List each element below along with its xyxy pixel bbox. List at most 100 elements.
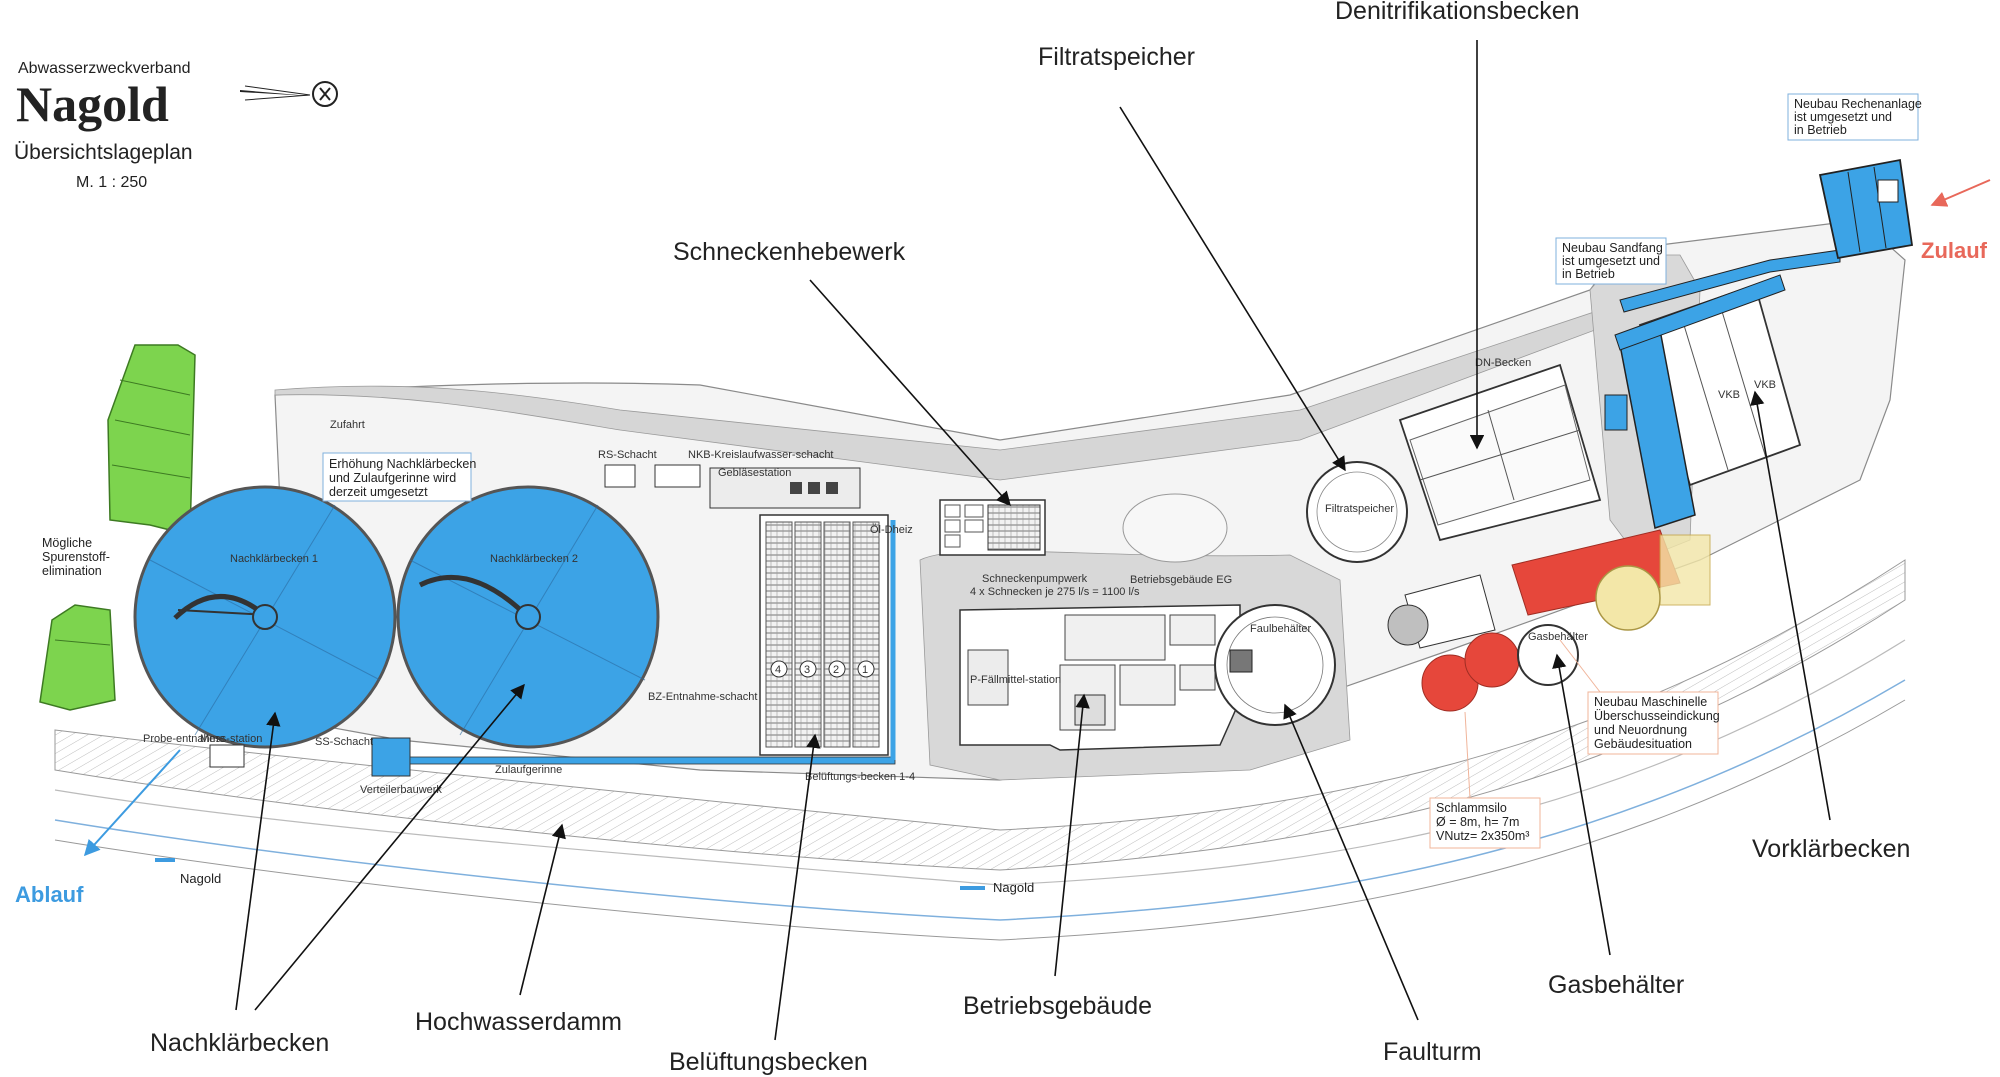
note-masch-line2: Überschusseindickung bbox=[1594, 709, 1720, 723]
belueftung-label: Belüftungs-becken 1-4 bbox=[805, 771, 915, 783]
verteilerbauwerk-label: Verteilerbauwerk bbox=[360, 784, 442, 796]
nkb2-label: Nachklärbecken 2 bbox=[490, 553, 578, 565]
gelbe-umgestaltung bbox=[1659, 534, 1711, 606]
note-rechen-line1: Neubau Rechenanlage bbox=[1794, 97, 1922, 111]
leader-filtrat bbox=[1119, 106, 1346, 472]
leader-vorklaer bbox=[1750, 390, 1831, 821]
note-sandfang-line2: ist umgesetzt und bbox=[1562, 254, 1660, 268]
note-masch-line1: Neubau Maschinelle bbox=[1594, 695, 1707, 709]
gasbehaelter: Gasbehälter bbox=[1517, 624, 1588, 686]
note-nkb-line3: derzeit umgesetzt bbox=[329, 485, 428, 499]
callout-faulturm: Faulturm bbox=[1383, 1038, 1482, 1066]
betriebsgebaeude: P-Fällmittel-station bbox=[959, 604, 1241, 751]
green-island-oval bbox=[1122, 493, 1228, 563]
ablauf-arrow bbox=[83, 749, 181, 857]
zulauf-label: Zulauf bbox=[1921, 238, 1988, 263]
note-spuren-line2: Spurenstoff- bbox=[42, 550, 110, 564]
zulaufgerinne bbox=[409, 756, 896, 765]
ablauf-label: Ablauf bbox=[15, 882, 84, 907]
callout-gasbehaelter: Gasbehälter bbox=[1548, 971, 1684, 999]
nkb-kreislauf-building bbox=[654, 464, 701, 488]
faulbehaelter: Faulbehälter bbox=[1214, 604, 1336, 726]
callout-leaders bbox=[235, 40, 1831, 1041]
geblaese-label: Gebläsestation bbox=[718, 467, 791, 479]
basin-num-3: 3 bbox=[804, 664, 810, 676]
zulauf-channel bbox=[1619, 249, 1841, 313]
basin-num-1: 1 bbox=[862, 664, 868, 676]
vkb-label-2: VKB bbox=[1754, 379, 1776, 391]
leader-nachklaer-1 bbox=[235, 711, 281, 1011]
header-city: Nagold bbox=[16, 76, 169, 132]
rechenanlage bbox=[1818, 158, 1914, 260]
betriebsgebaeude-eg-label: Betriebsgebäude EG bbox=[1130, 574, 1232, 586]
callout-denitrifikationsbecken: Denitrifikationsbecken bbox=[1335, 0, 1580, 25]
header-scale: M. 1 : 250 bbox=[76, 174, 147, 191]
note-nachklaer-erhoehung: Erhöhung Nachklärbecken und Zulaufgerinn… bbox=[322, 452, 476, 502]
messstation bbox=[209, 744, 245, 768]
schneckenhebewerk bbox=[939, 499, 1046, 556]
note-sandfang-line1: Neubau Sandfang bbox=[1562, 241, 1663, 255]
leader-schnecken bbox=[809, 279, 1011, 507]
turbine bbox=[1387, 604, 1429, 646]
note-masch-line3: und Neuordnung bbox=[1594, 723, 1687, 737]
gasbehaelter-label: Gasbehälter bbox=[1528, 631, 1588, 643]
river-nagold: Nagold Nagold bbox=[155, 858, 1034, 895]
callout-schneckenhebewerk: Schneckenhebewerk bbox=[673, 238, 906, 266]
basin-num-4: 4 bbox=[775, 664, 781, 676]
blower-unit bbox=[790, 482, 802, 494]
note-spuren-line1: Mögliche bbox=[42, 536, 92, 550]
note-rechen-line3: in Betrieb bbox=[1794, 123, 1847, 137]
sandfang bbox=[1604, 274, 1786, 529]
note-spuren-line3: elimination bbox=[42, 564, 102, 578]
zulaufgerinne-label: Zulaufgerinne bbox=[495, 764, 562, 776]
schneckenpumpwerk-label: Schneckenpumpwerk bbox=[982, 573, 1088, 585]
callout-vorklaerbecken: Vorklärbecken bbox=[1752, 835, 1910, 863]
blower-unit bbox=[808, 482, 820, 494]
embankment bbox=[54, 559, 1906, 941]
dn-becken-label: DN-Becken bbox=[1475, 357, 1531, 369]
schnecken-detail-label: 4 x Schnecken je 275 l/s = 1100 l/s bbox=[970, 586, 1140, 598]
vkb-label: VKB bbox=[1718, 389, 1740, 401]
nkb1-label: Nachklärbecken 1 bbox=[230, 553, 318, 565]
bz-entnahme-building bbox=[604, 464, 636, 488]
header-plan: Übersichtslageplan bbox=[14, 141, 193, 164]
leader-faulturm bbox=[1283, 703, 1419, 1021]
leader-hochwasser bbox=[519, 823, 566, 996]
note-maschinelle: Neubau Maschinelle Überschusseindickung … bbox=[1559, 639, 1720, 755]
probeentnahme-label: Probe-entnahme bbox=[143, 733, 225, 745]
zufahrt-label: Zufahrt bbox=[330, 419, 365, 431]
river-label-2: Nagold bbox=[993, 880, 1034, 895]
callout-betriebsgebaeude: Betriebsgebäude bbox=[963, 992, 1152, 1020]
filtratspeicher: Filtratspeicher bbox=[1306, 461, 1408, 563]
note-masch-line4: Gebäudesituation bbox=[1594, 737, 1692, 751]
schlammsilo-2 bbox=[1464, 632, 1520, 688]
belueftungsbecken: 4 3 2 1 Belüftungs-becken 1-4 bbox=[759, 514, 915, 783]
callout-nachklaerbecken: Nachklärbecken bbox=[150, 1029, 329, 1057]
blower-unit bbox=[826, 482, 838, 494]
spurenstoff-area bbox=[39, 344, 196, 711]
note-silo-line3: VNutz= 2x350m³ bbox=[1436, 829, 1529, 843]
ss-schacht-label: SS-Schacht bbox=[315, 736, 373, 748]
gas-tank-yellow bbox=[1595, 565, 1661, 631]
note-sandfang: Neubau Sandfang ist umgesetzt und in Bet… bbox=[1555, 237, 1667, 285]
callout-belueftungsbecken: Belüftungsbecken bbox=[669, 1048, 868, 1076]
filtratspeicher-label: Filtratspeicher bbox=[1325, 503, 1394, 515]
bz-entnahme-label: BZ-Entnahme-schacht bbox=[648, 691, 757, 703]
note-silo-line1: Schlammsilo bbox=[1436, 801, 1507, 815]
nkb-kreislauf-label: NKB-Kreislaufwasser-schacht bbox=[688, 449, 834, 461]
callout-filtratspeicher: Filtratspeicher bbox=[1038, 43, 1195, 71]
note-nkb-line2: und Zulaufgerinne wird bbox=[329, 471, 456, 485]
leader-gas bbox=[1552, 653, 1611, 956]
leader-belueftung bbox=[774, 733, 821, 1041]
nachklaerbecken-2: Nachklärbecken 2 bbox=[396, 485, 660, 749]
messstation-label: Mess-station bbox=[200, 733, 262, 745]
title-block: Abwasserzweckverband Nagold Übersichtsla… bbox=[14, 60, 338, 191]
note-schlammsilo: Schlammsilo Ø = 8m, h= 7m VNutz= 2x350m³ bbox=[1429, 711, 1541, 849]
nachklaerbecken-1: Nachklärbecken 1 bbox=[133, 485, 397, 749]
note-nkb-line1: Erhöhung Nachklärbecken bbox=[329, 457, 476, 471]
river-label-1: Nagold bbox=[180, 871, 221, 886]
basin-num-2: 2 bbox=[833, 664, 839, 676]
callout-hochwasserdamm: Hochwasserdamm bbox=[415, 1008, 622, 1036]
p-faellmittel-label: P-Fällmittel-station bbox=[970, 674, 1061, 686]
